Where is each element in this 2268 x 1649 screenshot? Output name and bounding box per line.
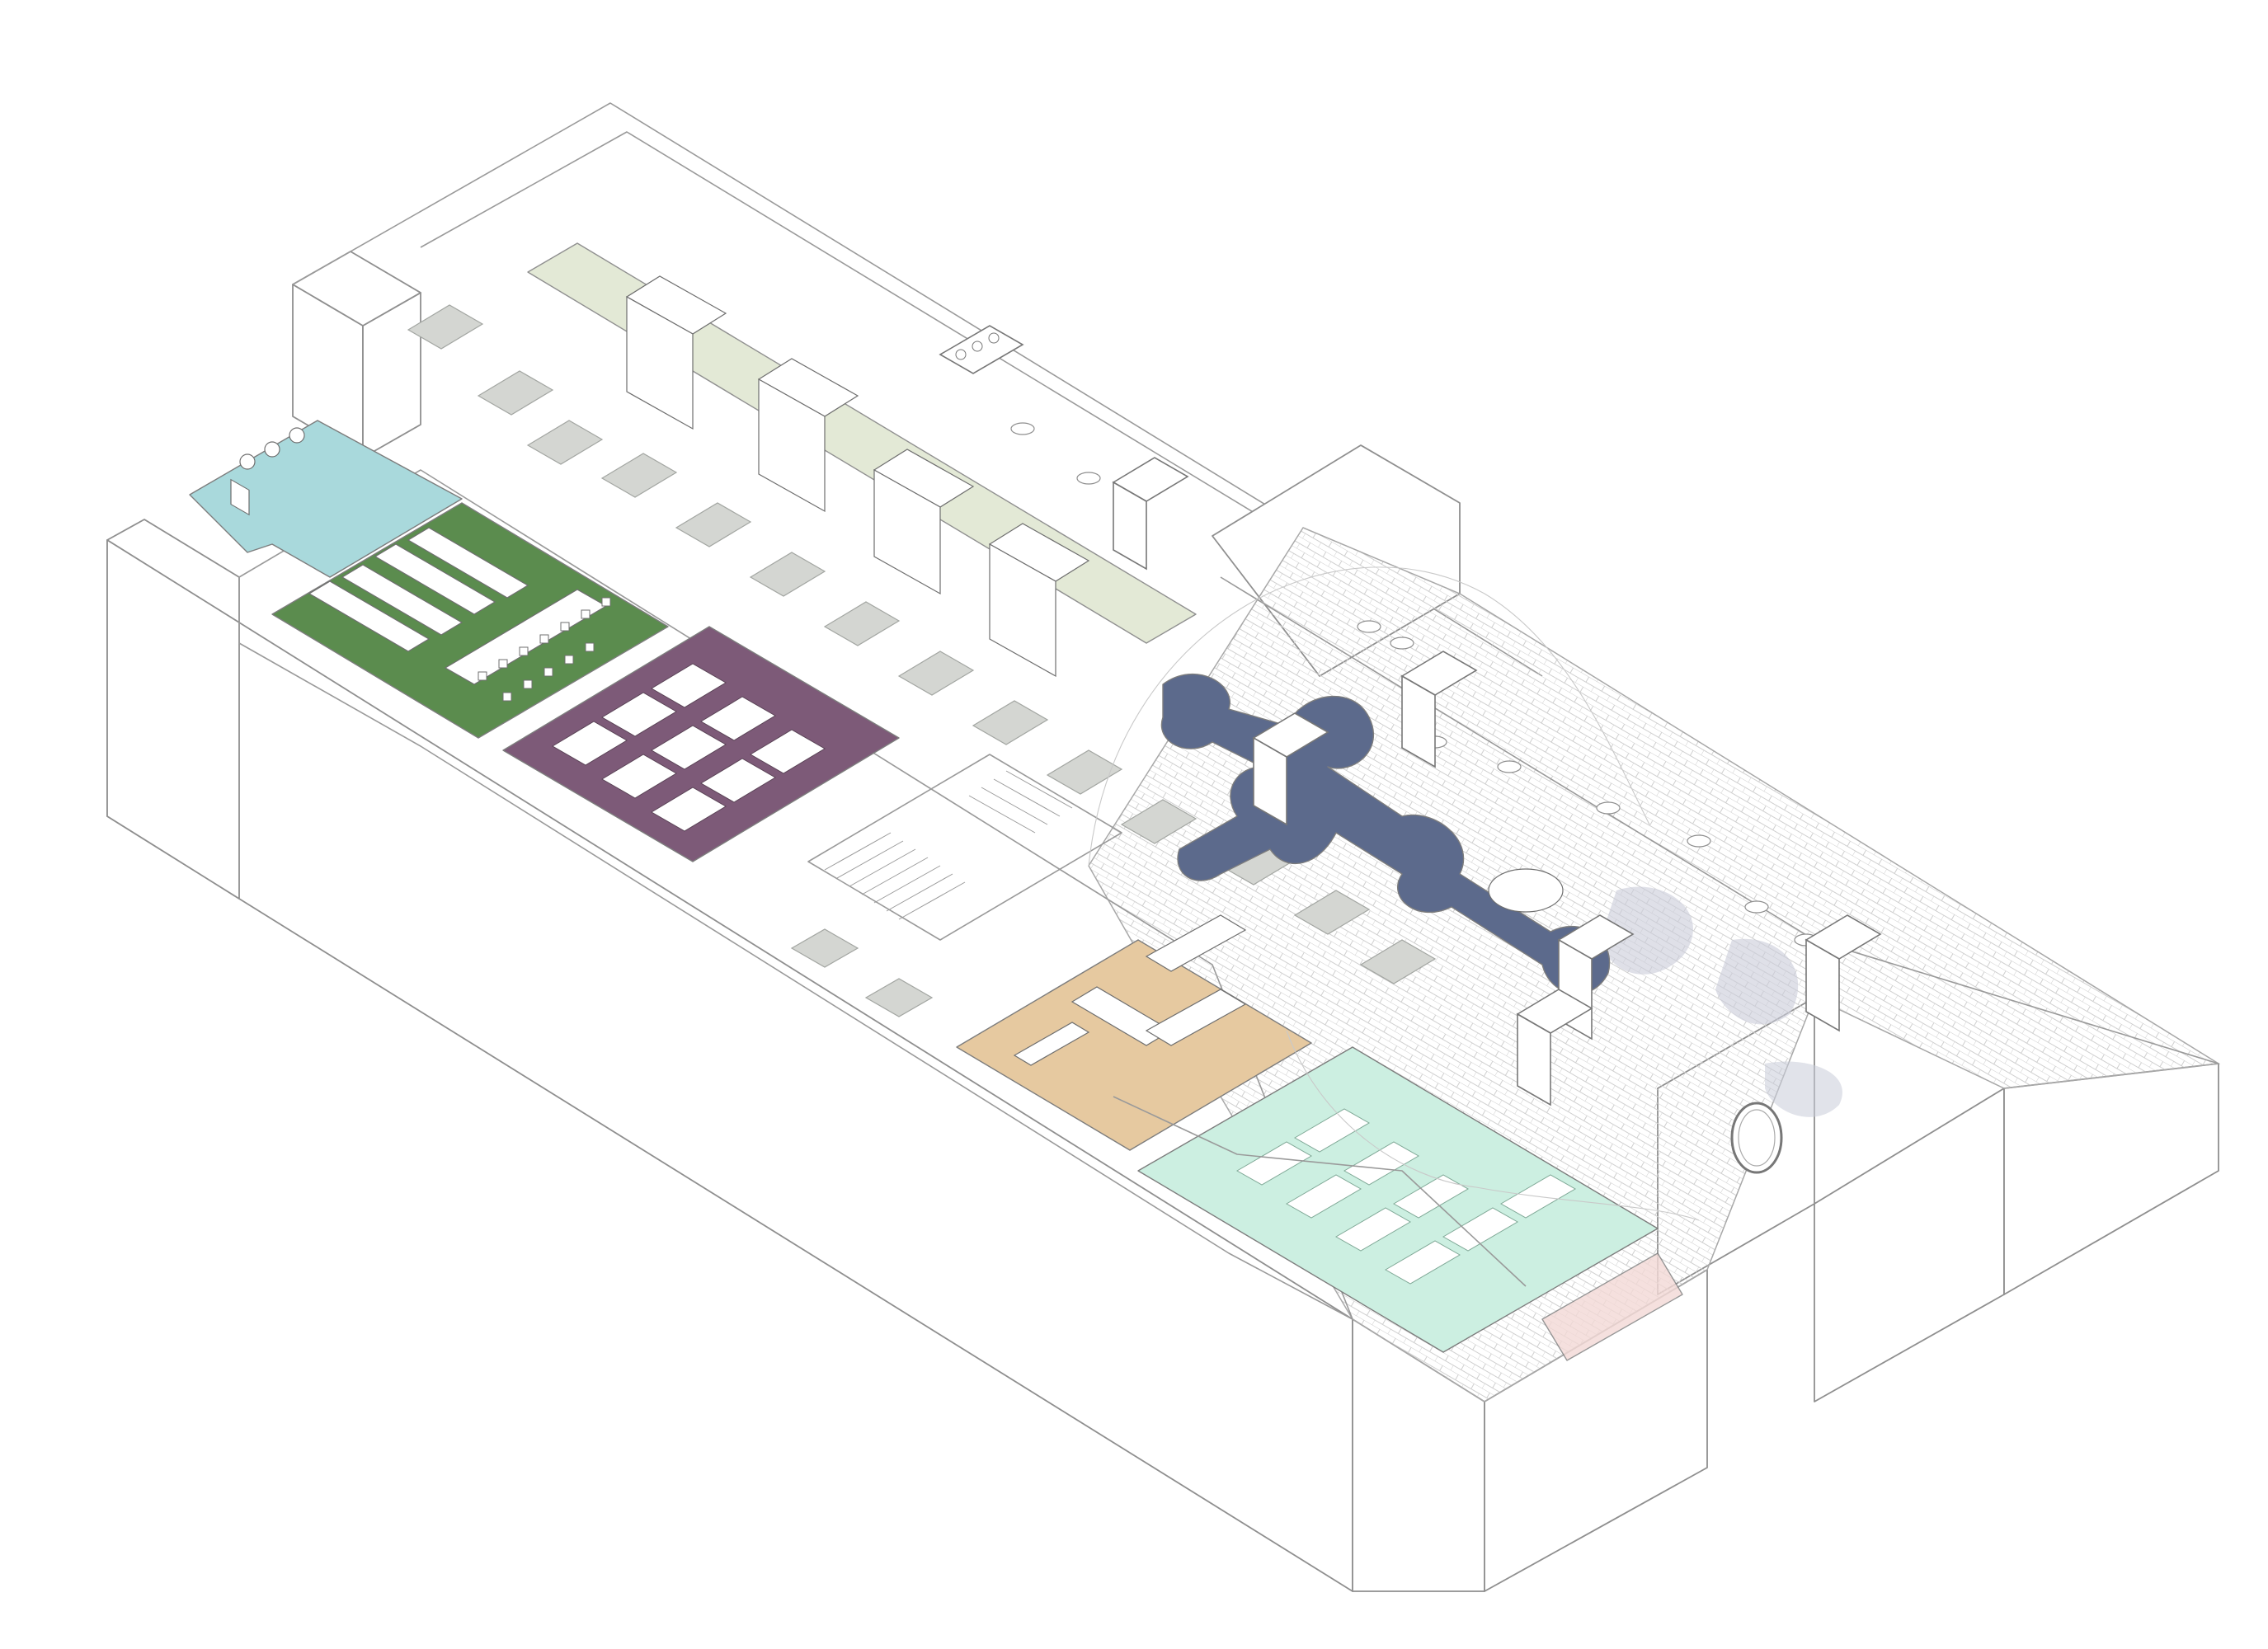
chimney-1 xyxy=(939,325,1024,374)
tile-grid xyxy=(407,304,1437,1017)
purple-classroom xyxy=(502,626,900,862)
purple-tables xyxy=(552,663,826,832)
roof-cut-curve xyxy=(1088,566,1650,867)
roof-slate-shadow-3 xyxy=(1765,1061,1842,1117)
left-end-block xyxy=(106,539,240,900)
green-floor xyxy=(271,502,669,739)
mint-lecture-room xyxy=(1113,1046,1659,1353)
floor-slab xyxy=(238,469,1353,1320)
green-chairs xyxy=(478,597,611,702)
wc-fixtures xyxy=(230,427,305,516)
tan-meeting-room xyxy=(956,914,1312,1151)
pink-gable-corner xyxy=(1541,1252,1683,1361)
mint-desks xyxy=(1235,1108,1577,1285)
glass-partition xyxy=(1113,1096,1527,1287)
roof-slate-shadow xyxy=(1600,886,1693,975)
chimney-2 xyxy=(1112,457,1189,571)
roof-cut-curve-lower xyxy=(1286,1030,1700,1221)
round-window-icon xyxy=(1730,1102,1783,1174)
chimney-7 xyxy=(1516,989,1593,1106)
lounge-table xyxy=(1488,868,1564,913)
mint-floor xyxy=(1137,1046,1659,1353)
floor-outline xyxy=(238,469,1353,1320)
tan-tables xyxy=(1013,914,1247,1066)
wc-area xyxy=(189,420,463,578)
wc-floor xyxy=(189,420,463,578)
roof-slate-shadow-2 xyxy=(1715,938,1799,1025)
stair-well xyxy=(807,754,1122,941)
right-gable-front xyxy=(1814,1088,2005,1402)
sage-corridor xyxy=(527,242,1197,678)
right-gable-side xyxy=(2003,1063,2219,1295)
chimney-6 xyxy=(1805,914,1882,1032)
chimney-icon xyxy=(939,325,1882,1106)
green-workroom xyxy=(271,502,669,739)
chimney-3 xyxy=(1400,651,1478,768)
chimney-4 xyxy=(1252,712,1329,826)
stair-icon xyxy=(807,754,1122,941)
bookshelves xyxy=(625,275,1090,678)
back-wall-inner xyxy=(420,131,1320,553)
